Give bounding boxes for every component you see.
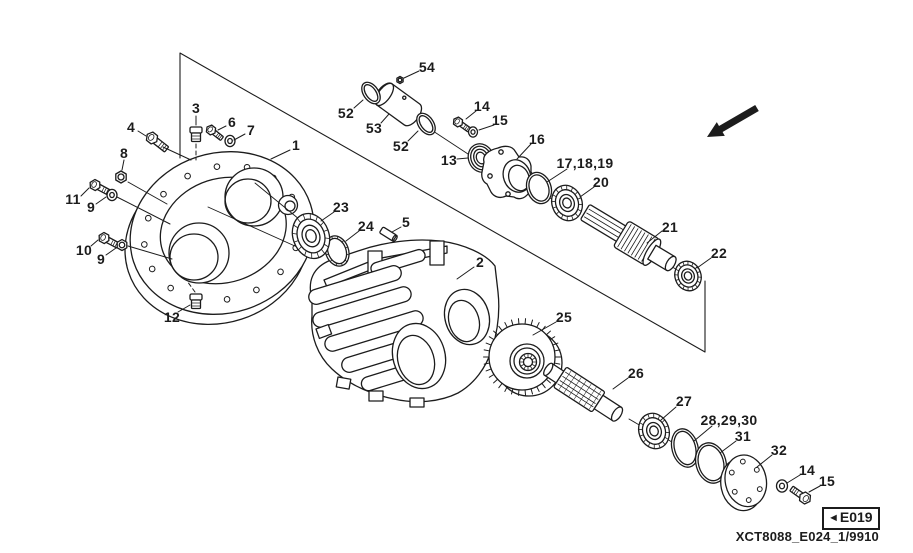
part-6-bolt — [205, 124, 224, 141]
part-22-bearing — [674, 260, 702, 292]
drawing-code: XCT8088_E024_1/9910 — [735, 529, 879, 544]
part-2-gear-housing — [308, 239, 500, 408]
part-52-o-ring — [416, 112, 436, 136]
part-53-spacer-tube — [374, 82, 423, 127]
part-16-bearing-flange — [481, 145, 536, 200]
sheet-reference-label: E019 — [839, 509, 873, 525]
part-32-end-cap — [720, 454, 768, 512]
part-1-end-cover — [124, 151, 315, 326]
part-21-pinion-shaft — [580, 204, 677, 272]
part-7-washer — [224, 134, 236, 148]
part-20-taper-bearing — [550, 184, 584, 222]
back-arrow-icon: ◄ — [828, 512, 839, 524]
section-boundary — [179, 52, 706, 353]
part-15-washer — [467, 126, 479, 138]
part-5-dowel-pin — [379, 226, 398, 243]
part-8-nut — [115, 170, 127, 184]
part-4-breather-bolt — [145, 131, 169, 153]
housing-post — [429, 240, 445, 266]
sheet-reference-button[interactable]: ◄E019 — [822, 507, 880, 530]
leader-lines — [80, 70, 821, 493]
part-10-bolt — [98, 231, 121, 249]
part-14-washer — [775, 479, 789, 493]
part-28-29-30-shims — [670, 428, 700, 468]
part-52-o-ring — [361, 81, 381, 105]
part-12-plug — [189, 293, 203, 310]
part-3-plug — [189, 126, 203, 143]
direction-arrow-icon — [707, 105, 759, 137]
part-31-seal-ring — [694, 442, 728, 484]
part-24-snap-ring — [324, 235, 350, 267]
part-27-bearing — [637, 412, 671, 450]
part-25-gear — [483, 318, 563, 397]
part-17-18-19-shims — [525, 171, 553, 205]
part-9-washer — [106, 188, 118, 202]
part-54-screw — [396, 75, 404, 85]
part-23-bearing — [291, 212, 331, 260]
part-26-splined-shaft — [543, 362, 624, 422]
part-15-bolt — [789, 485, 812, 505]
part-9-nut — [116, 238, 128, 252]
